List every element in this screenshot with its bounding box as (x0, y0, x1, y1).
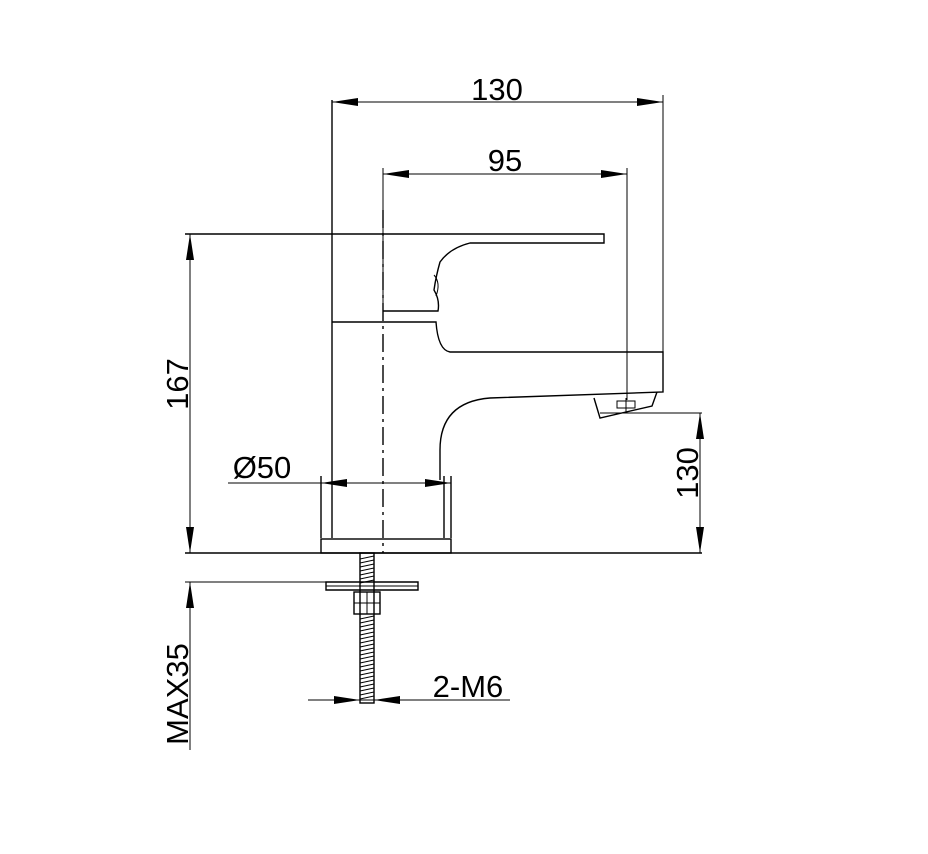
thread-line (359, 559, 375, 564)
thread-line (359, 671, 375, 676)
dimension-label-overall-width: 130 (471, 72, 523, 107)
thread-line (359, 571, 375, 576)
thread-line (359, 663, 375, 668)
thread-line (359, 675, 375, 680)
thread-line (359, 643, 375, 648)
dimension-max-thickness: MAX35 (160, 582, 195, 750)
thread-line (359, 687, 375, 692)
faucet-body (185, 100, 664, 538)
thread-line (359, 639, 375, 644)
thread-line (359, 567, 375, 572)
dimension-total-height: 167 (160, 234, 195, 553)
thread-line (359, 655, 375, 660)
thread-line (359, 627, 375, 632)
thread-line (359, 683, 375, 688)
thread-line (359, 659, 375, 664)
dimension-label-base-diameter: Ø50 (233, 450, 292, 485)
thread-line (359, 575, 375, 580)
dimension-base-diameter: Ø50 (228, 450, 451, 487)
thread-line (359, 563, 375, 568)
thread-line (359, 691, 375, 696)
dimension-thread: 2-M6 (308, 669, 510, 704)
thread-line (359, 695, 375, 700)
dimension-label-total-height: 167 (160, 358, 195, 410)
dimension-label-spout-height: 130 (670, 447, 705, 499)
thread-line (359, 615, 375, 620)
dimension-overall-width: 130 (332, 72, 664, 352)
thread-line (359, 619, 375, 624)
thread-line (359, 635, 375, 640)
thread-line (359, 555, 375, 560)
dimension-label-thread: 2-M6 (433, 669, 504, 704)
dimension-spout-reach: 95 (382, 143, 628, 400)
thread-line (359, 679, 375, 684)
thread-line (359, 631, 375, 636)
threaded-rod (325, 552, 419, 704)
thread-line (359, 647, 375, 652)
dimension-label-spout-reach: 95 (488, 143, 522, 178)
dimension-label-max-thickness: MAX35 (160, 643, 195, 745)
base-flange (320, 476, 452, 554)
thread-line (359, 651, 375, 656)
thread-line (359, 667, 375, 672)
dimension-spout-height: 130 (600, 412, 705, 553)
thread-line (359, 623, 375, 628)
